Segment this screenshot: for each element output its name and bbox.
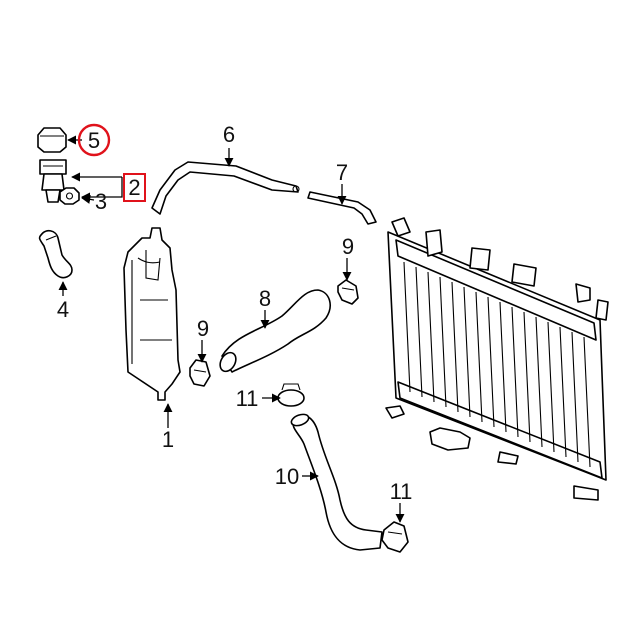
upper-radiator-hose <box>219 289 331 373</box>
callout-9-lower: 9 <box>197 316 209 341</box>
hose-clamp-lower-top <box>277 383 305 407</box>
lower-radiator-hose <box>290 413 383 551</box>
callout-4: 4 <box>57 297 69 322</box>
hose-clamp-upper-right <box>337 279 359 305</box>
callout-8: 8 <box>259 286 271 311</box>
callout-10: 10 <box>275 464 299 489</box>
callout-9-upper: 9 <box>342 234 354 259</box>
radiator <box>385 217 609 501</box>
callout-3: 3 <box>95 189 107 214</box>
callout-11-upper: 11 <box>236 386 259 411</box>
overflow-hose <box>151 161 300 215</box>
callout-2: 2 <box>128 175 140 200</box>
callout-11-lower: 11 <box>390 479 413 504</box>
hose-clamp-upper-left <box>189 359 211 387</box>
reservoir-cap <box>37 127 67 153</box>
callout-2-highlight-box <box>123 173 146 202</box>
callout-leaders <box>58 135 405 523</box>
callout-5-highlight-circle <box>77 123 111 157</box>
callout-labels: 5 2 3 4 6 7 8 9 9 11 10 11 1 <box>57 122 413 504</box>
callout-1: 1 <box>162 427 174 452</box>
hose-clamp-lower-bottom <box>381 521 409 553</box>
callout-7: 7 <box>336 160 348 185</box>
small-hose <box>38 229 73 279</box>
reservoir-tank <box>123 227 181 401</box>
callout-6: 6 <box>223 122 235 147</box>
sensor-valve <box>39 159 67 203</box>
callout-5: 5 <box>88 128 100 153</box>
nut <box>59 187 80 205</box>
vent-hose <box>307 191 377 225</box>
